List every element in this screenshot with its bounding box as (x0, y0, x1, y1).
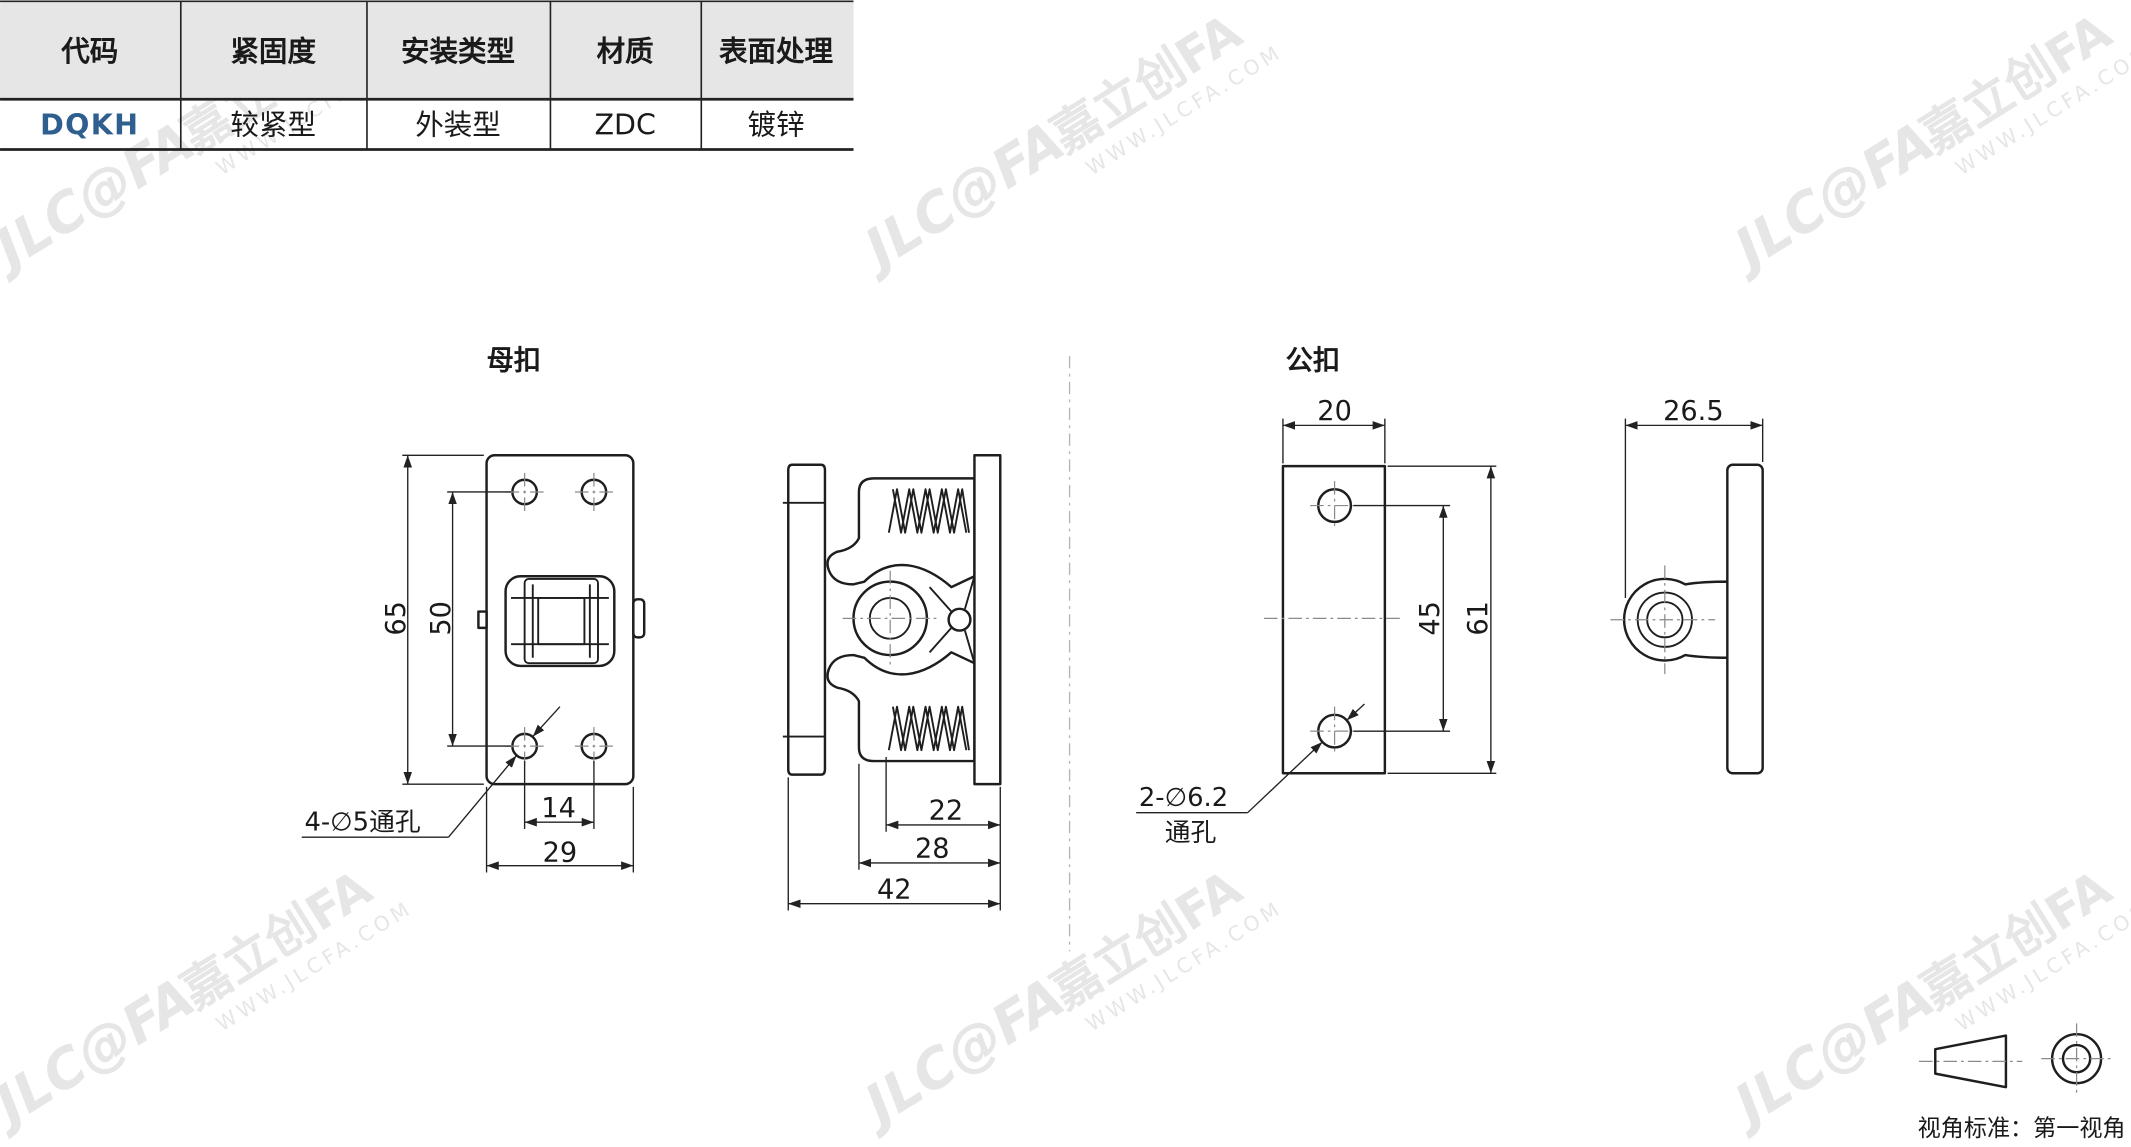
hole-center-lines (505, 472, 613, 766)
table-header-bg (0, 1, 854, 100)
callout-leader (532, 706, 561, 738)
male-side-dimensions: 26.5 (1624, 396, 1764, 598)
male-front-dimensions: 20 45 61 2-∅6.2 通孔 (1136, 396, 1497, 848)
male-hole-callout: 2-∅6.2 (1139, 783, 1228, 813)
dim-width-29: 29 (543, 838, 578, 869)
slider-face (537, 597, 586, 646)
watermark-logo: JLC@FA (846, 109, 1076, 285)
table-header-tightness: 紧固度 (230, 35, 316, 68)
dim-height-65: 65 (381, 601, 412, 636)
watermark: JLC@FA 嘉立创FA WWW.JLCFA.COM (1715, 859, 2131, 1142)
watermark-logo: JLC@FA (0, 966, 205, 1142)
slider-body (523, 577, 599, 665)
lower-spring (887, 705, 970, 752)
male-side-view: 26.5 (1610, 396, 1764, 775)
table-header-mount-type: 安装类型 (401, 35, 515, 68)
dim-spring-depth-22: 22 (929, 795, 964, 826)
watermark-logo: JLC@FA (1715, 966, 1945, 1142)
projection-label: 视角标准：第一视角 (1918, 1116, 2126, 1142)
female-hole-callout: 4-∅5通孔 (304, 807, 420, 837)
dim-total-depth-42: 42 (877, 874, 912, 905)
dim-jaw-depth-28: 28 (915, 834, 950, 865)
table-cell-material: ZDC (594, 109, 655, 142)
watermark: JLC@FA 嘉立创FA WWW.JLCFA.COM (1715, 3, 2131, 285)
upper-spring-back (891, 488, 968, 534)
extension-lines (787, 756, 1001, 911)
eye-center-lines (1610, 565, 1716, 675)
jaw-linkage (928, 575, 976, 664)
male-front-view: 20 45 61 2-∅6.2 通孔 (1136, 396, 1497, 848)
watermark: JLC@FA 嘉立创FA WWW.JLCFA.COM (846, 859, 1287, 1142)
extension-lines (1282, 418, 1497, 774)
watermark-logo: JLC@FA (846, 966, 1076, 1142)
female-window (504, 574, 616, 668)
upper-spring (887, 488, 970, 534)
watermark: JLC@FA 嘉立创FA WWW.JLCFA.COM (846, 3, 1287, 285)
watermark-logo: JLC@FA (1715, 109, 1945, 285)
dim-hole-pitch-14: 14 (541, 793, 576, 824)
female-front-dimensions: 65 50 14 29 4-∅5通孔 (301, 454, 635, 873)
extension-lines (402, 454, 635, 873)
male-center-lines (1263, 481, 1400, 756)
striker-lid-edges (782, 501, 825, 738)
female-base-plate-side (973, 454, 1002, 786)
table-cell-finish: 镀锌 (748, 109, 805, 142)
lower-spring-back (891, 705, 968, 752)
female-mount-holes (505, 472, 613, 766)
dim-width-20: 20 (1317, 396, 1352, 427)
jaw-pivot-pin (947, 607, 972, 632)
female-side-dimensions: 22 28 42 (787, 756, 1001, 911)
striker-lid (787, 463, 827, 776)
table-header-material: 材质 (597, 35, 654, 68)
spec-table: 代码 紧固度 安装类型 材质 表面处理 DQKH 较紧型 外装型 ZDC 镀锌 (0, 0, 854, 151)
table-cell-tightness: 较紧型 (230, 109, 316, 142)
female-side-view: 22 28 42 (782, 454, 1002, 911)
dim-height-61: 61 (1463, 601, 1494, 636)
male-plate-side (1726, 463, 1764, 775)
table-cell-code: DQKH (40, 109, 139, 142)
dim-side-width-26-5: 26.5 (1663, 396, 1723, 427)
lower-jaw (826, 651, 976, 763)
table-cell-mount-type: 外装型 (415, 109, 501, 142)
male-hole-callout-note: 通孔 (1165, 818, 1217, 848)
roller-center-lines (842, 570, 938, 666)
callout-leader (1247, 741, 1323, 814)
female-front-view: 65 50 14 29 4-∅5通孔 (301, 454, 646, 873)
table-header-code: 代码 (60, 35, 118, 68)
table-header-finish: 表面处理 (719, 35, 834, 68)
female-left-tab (477, 610, 488, 630)
dim-hole-pitch-45: 45 (1415, 601, 1446, 636)
callout-leader (447, 755, 517, 838)
female-right-knob (632, 598, 646, 639)
male-view-title: 公扣 (1286, 346, 1340, 377)
slider-rails (511, 584, 609, 658)
female-view-title: 母扣 (487, 346, 541, 377)
watermark: JLC@FA 嘉立创FA WWW.JLCFA.COM (0, 859, 417, 1142)
first-angle-projection-symbol: 视角标准：第一视角 (1918, 1023, 2126, 1142)
dim-hole-pitch-50: 50 (426, 601, 457, 636)
striker-roller (852, 580, 929, 657)
circle-center-lines (2041, 1023, 2112, 1094)
callout-leader (1346, 703, 1365, 721)
